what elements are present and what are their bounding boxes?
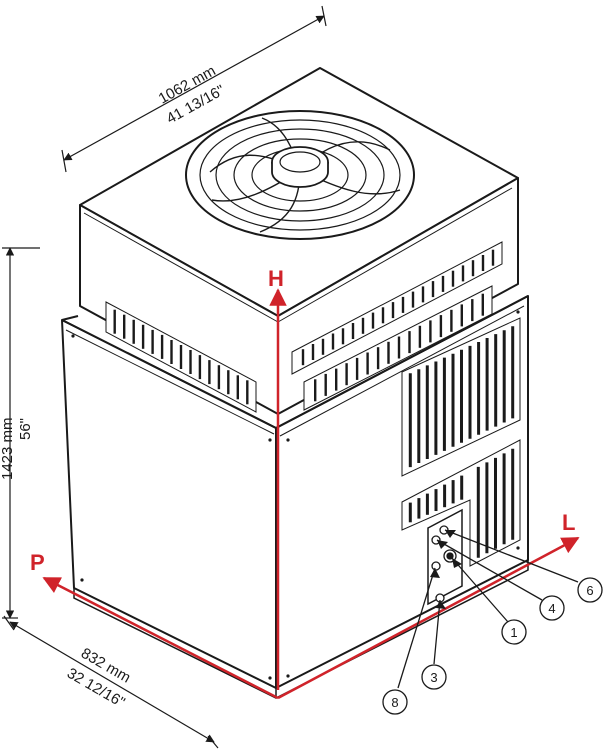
callout-arrowheads — [430, 530, 462, 609]
callout-3: 3 — [421, 664, 447, 690]
upper-right-louvre-slats — [301, 249, 495, 402]
depth-axis-label: P — [30, 550, 45, 575]
svg-text:8: 8 — [391, 695, 398, 710]
callout-leaders — [397, 529, 579, 689]
depth-dimension — [3, 615, 219, 749]
cabinet-screws — [71, 310, 520, 680]
fan-hub — [271, 146, 329, 188]
width-dimension — [61, 5, 327, 173]
upper-left-vent-slats — [113, 309, 249, 405]
svg-text:1: 1 — [510, 625, 517, 640]
fan-guard — [185, 110, 415, 240]
callout-1: 1 — [501, 619, 527, 645]
callout-6: 6 — [577, 577, 603, 603]
svg-text:6: 6 — [586, 583, 593, 598]
fitting-8 — [431, 561, 441, 571]
length-axis-label: L — [562, 510, 575, 535]
length-axis — [277, 536, 580, 700]
height-axis-label: H — [268, 266, 284, 291]
callout-8: 8 — [382, 689, 408, 715]
callout-4: 4 — [539, 595, 565, 621]
svg-text:3: 3 — [430, 670, 437, 685]
right-vent-slats-upper — [408, 326, 515, 468]
height-dimension-in: 56" — [17, 418, 34, 440]
svg-text:4: 4 — [548, 601, 555, 616]
height-dimension — [2, 247, 40, 619]
height-dimension-mm: 1423 mm — [0, 417, 16, 480]
